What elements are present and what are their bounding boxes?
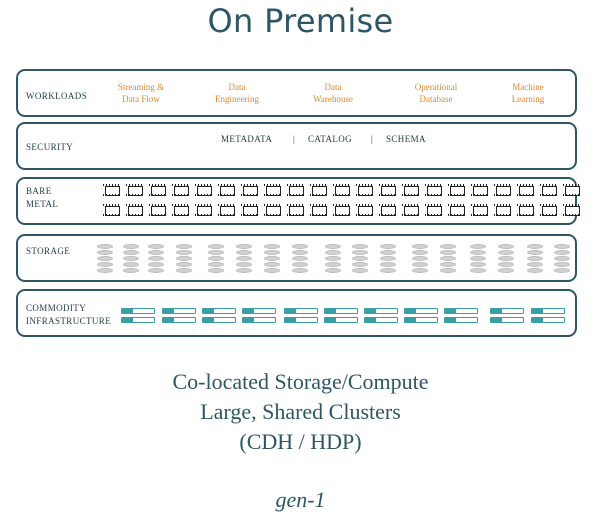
workload-machine-learning: Machine Learning xyxy=(511,82,545,104)
cpu-chip-icon xyxy=(102,184,123,198)
cpu-chip-icon xyxy=(332,184,353,198)
cpu-chip-icon xyxy=(493,184,514,198)
security-catalog: CATALOG xyxy=(308,134,353,144)
server-rack-icon xyxy=(490,308,524,326)
cpu-chip-icon xyxy=(125,204,146,218)
disk-stack-icon xyxy=(412,244,428,274)
server-rack-icon xyxy=(444,308,478,326)
disk-stack-icon xyxy=(380,244,396,274)
disk-stack-icon xyxy=(554,244,570,274)
server-rack-icon xyxy=(162,308,196,326)
disk-stack-icon xyxy=(292,244,308,274)
cpu-chip-icon xyxy=(286,184,307,198)
bare-metal-layer: BARE METAL xyxy=(16,177,580,225)
cpu-chip-icon xyxy=(240,184,261,198)
commodity-layer: COMMODITY INFRASTRUCTURE xyxy=(16,289,577,337)
cpu-chip-icon xyxy=(447,184,468,198)
storage-label: STORAGE xyxy=(26,246,71,256)
security-label: SECURITY xyxy=(26,142,74,152)
cpu-chip-icon xyxy=(493,204,514,218)
cpu-chip-icon xyxy=(539,184,560,198)
server-rack-icon xyxy=(364,308,398,326)
workload-operational-database: Operational Database xyxy=(414,82,458,104)
cpu-chip-icon xyxy=(240,204,261,218)
security-metadata: METADATA xyxy=(221,134,273,144)
page-title: On Premise xyxy=(207,2,394,40)
security-separator: | xyxy=(371,134,373,144)
disk-stack-icon xyxy=(208,244,224,274)
cpu-chip-icon xyxy=(470,204,491,218)
cpu-chip-icon xyxy=(355,204,376,218)
cpu-chip-icon xyxy=(424,184,445,198)
caption-line-3: (CDH / HDP) xyxy=(239,429,362,454)
cpu-chip-icon xyxy=(263,204,284,218)
cpu-chip-icon xyxy=(125,184,146,198)
cpu-chip-icon xyxy=(309,184,330,198)
cpu-chip-icon xyxy=(470,184,491,198)
cpu-chip-icon xyxy=(516,184,537,198)
bare-metal-label: BARE METAL xyxy=(26,186,59,209)
cpu-chip-icon xyxy=(424,204,445,218)
disk-stack-icon xyxy=(123,244,139,274)
cpu-chip-icon xyxy=(516,204,537,218)
disk-stack-icon xyxy=(527,244,543,274)
cpu-chip-icon xyxy=(309,204,330,218)
disk-stack-icon xyxy=(440,244,456,274)
workload-data-warehouse: Data Warehouse xyxy=(313,82,353,104)
cpu-chip-icon xyxy=(355,184,376,198)
server-rack-icon xyxy=(284,308,318,326)
commodity-label: COMMODITY INFRASTRUCTURE xyxy=(26,303,112,326)
workloads-layer: WORKLOADS Streaming & Data Flow Data Eng… xyxy=(16,69,577,117)
server-rack-icon xyxy=(121,308,155,326)
disk-stack-icon xyxy=(236,244,252,274)
disk-stack-icon xyxy=(325,244,341,274)
cpu-chip-icon xyxy=(102,204,123,218)
cpu-chip-icon xyxy=(401,204,422,218)
cpu-chip-row xyxy=(102,184,583,198)
generation-label: gen-1 xyxy=(275,487,326,512)
server-rack-icon xyxy=(404,308,438,326)
disk-stack-icon xyxy=(264,244,280,274)
disk-stack-icon xyxy=(148,244,164,274)
disk-stack-icon xyxy=(352,244,368,274)
cpu-chip-icon xyxy=(263,184,284,198)
cpu-chip-icon xyxy=(562,204,583,218)
workload-streaming: Streaming & Data Flow xyxy=(117,82,165,104)
cpu-chip-icon xyxy=(217,184,238,198)
cpu-chip-icon xyxy=(171,184,192,198)
cpu-chip-icon xyxy=(286,204,307,218)
storage-layer: STORAGE xyxy=(16,234,577,282)
security-separator: | xyxy=(293,134,295,144)
cpu-chip-icon xyxy=(447,204,468,218)
cpu-chip-row xyxy=(102,204,583,218)
server-rack-icon xyxy=(242,308,276,326)
cpu-chip-icon xyxy=(148,204,169,218)
server-rack-icon xyxy=(202,308,236,326)
disk-stack-icon xyxy=(498,244,514,274)
disk-stack-icon xyxy=(176,244,192,274)
workload-data-engineering: Data Engineering xyxy=(215,82,259,104)
cpu-chip-icon xyxy=(378,204,399,218)
cpu-chip-icon xyxy=(401,184,422,198)
disk-stack-icon xyxy=(97,244,113,274)
caption-line-1: Co-located Storage/Compute xyxy=(172,369,429,394)
security-layer: SECURITY METADATA | CATALOG | SCHEMA xyxy=(16,122,577,170)
cpu-chip-icon xyxy=(194,204,215,218)
workloads-label: WORKLOADS xyxy=(26,91,88,101)
security-schema: SCHEMA xyxy=(386,134,426,144)
cpu-chip-icon xyxy=(332,204,353,218)
cpu-chip-icon xyxy=(378,184,399,198)
disk-stack-icon xyxy=(470,244,486,274)
cpu-chip-icon xyxy=(562,184,583,198)
caption-line-2: Large, Shared Clusters xyxy=(200,399,401,424)
cpu-chip-icon xyxy=(171,204,192,218)
cpu-chip-icon xyxy=(539,204,560,218)
server-rack-icon xyxy=(324,308,358,326)
cpu-chip-icon xyxy=(194,184,215,198)
server-rack-icon xyxy=(531,308,565,326)
cpu-chip-icon xyxy=(148,184,169,198)
cpu-chip-icon xyxy=(217,204,238,218)
